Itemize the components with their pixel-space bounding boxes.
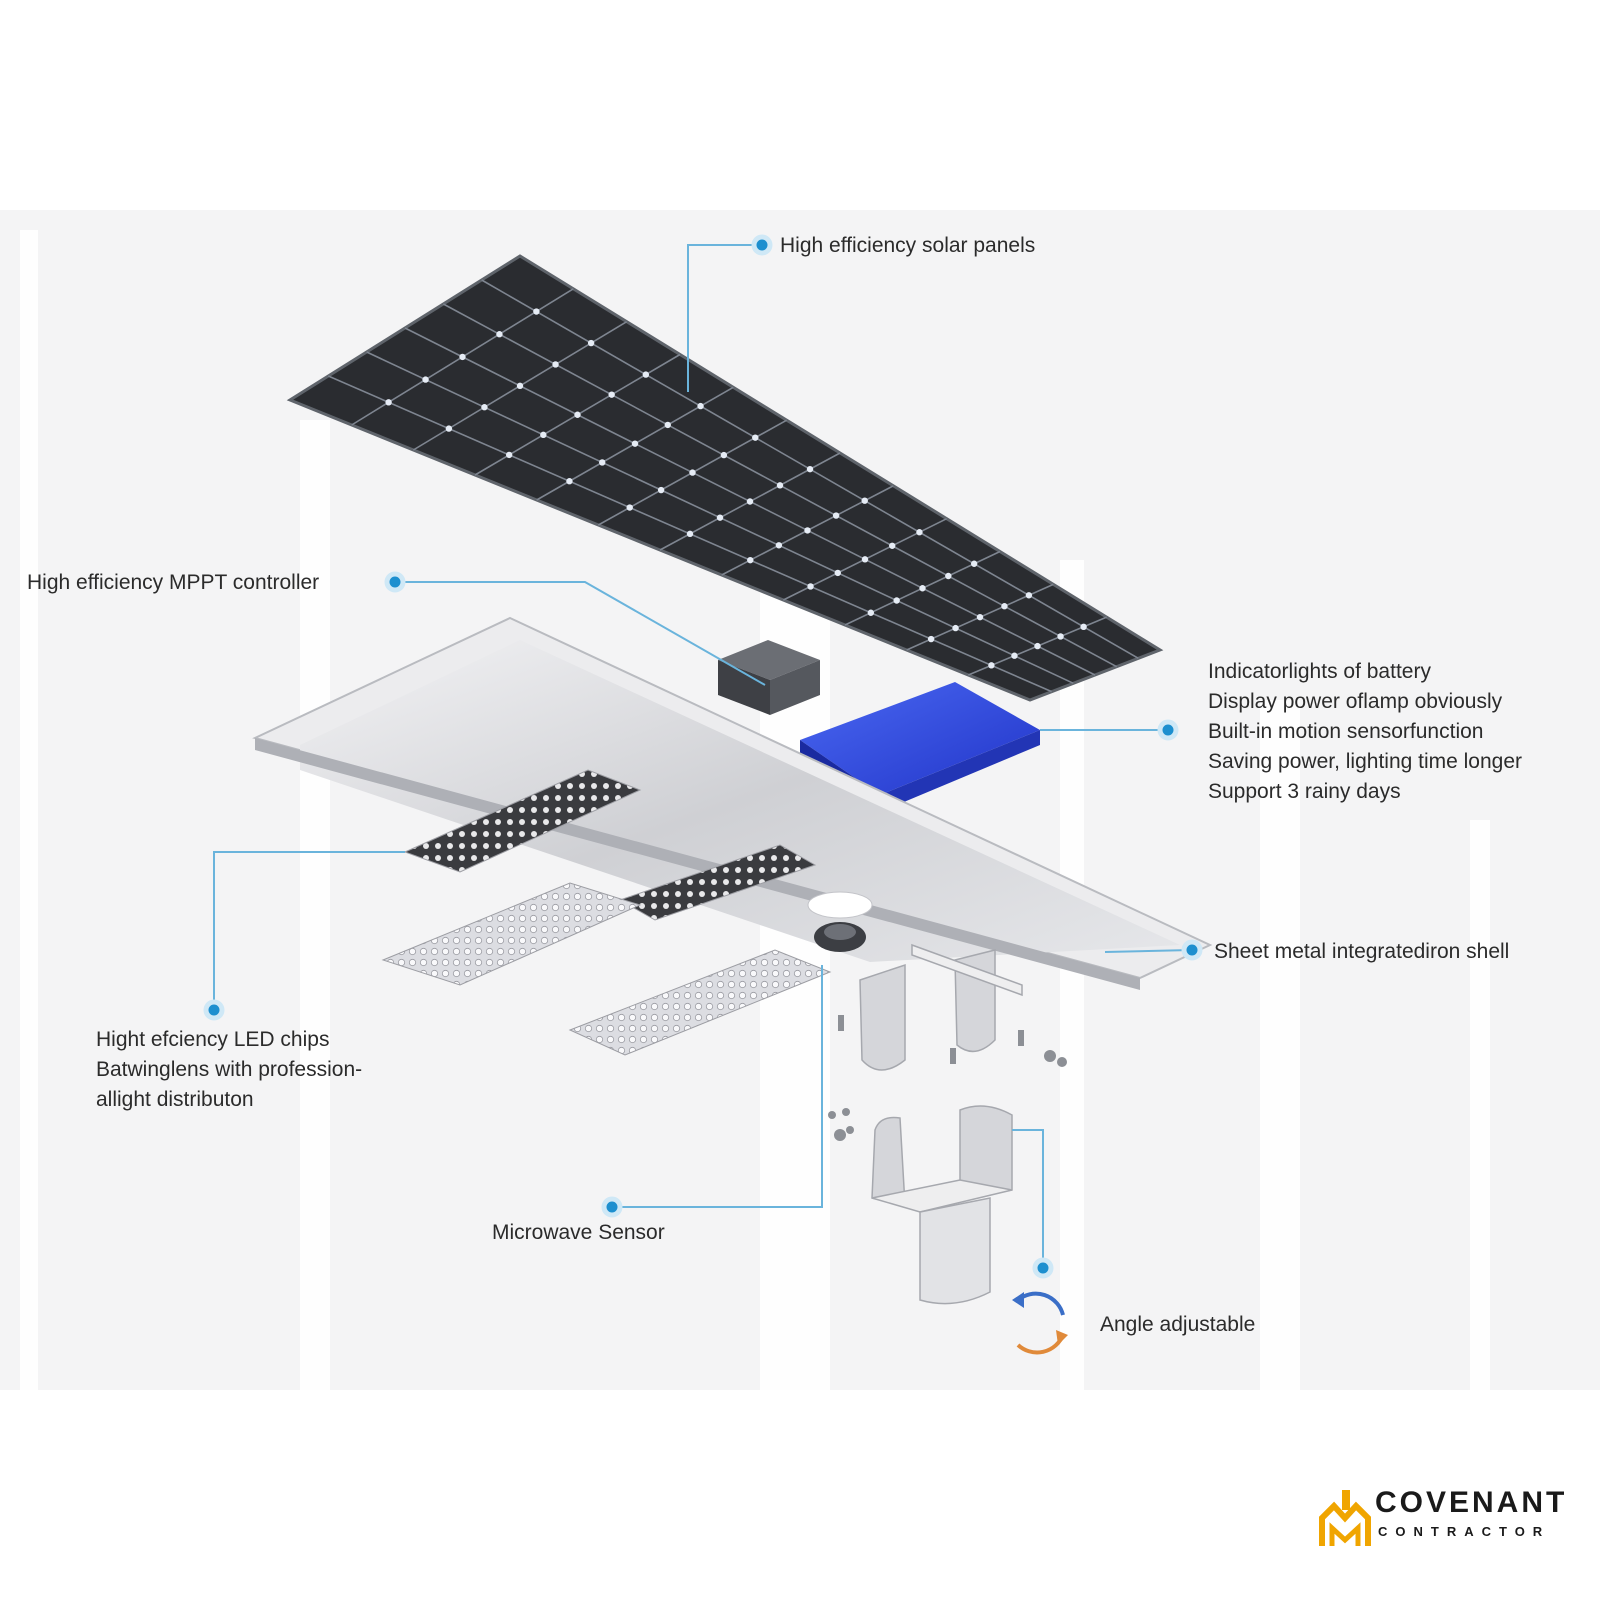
- panel-cell-highlight: [608, 391, 615, 398]
- panel-cell-highlight: [861, 497, 868, 504]
- led-feature-line: Batwinglens with profession-: [96, 1058, 363, 1081]
- logo-subtitle: CONTRACTOR: [1378, 1524, 1551, 1539]
- panel-cell-highlight: [587, 339, 595, 347]
- panel-cell-highlight: [945, 572, 952, 580]
- panel-cell-highlight: [1034, 642, 1041, 650]
- battery-feature-line: Indicatorlights of battery: [1208, 660, 1431, 683]
- callout-mppt: [395, 581, 766, 686]
- panel-cell-highlight: [566, 478, 573, 485]
- panel-cell-highlight: [861, 556, 869, 563]
- led-feature-line: Hight efciency LED chips: [96, 1028, 330, 1051]
- panel-cell-highlight: [689, 469, 696, 476]
- led-modules: [381, 769, 832, 1056]
- callout-shell: [1104, 949, 1193, 953]
- mppt-controller-box: [718, 640, 820, 715]
- label-solar-panels: High efficiency solar panels: [780, 234, 1036, 257]
- panel-cell-highlight: [746, 498, 754, 505]
- callout-dots: [203, 234, 1203, 1279]
- panel-cell-highlight: [804, 527, 811, 534]
- panel-cell-highlight: [832, 512, 840, 519]
- panel-cell-highlight: [533, 308, 540, 315]
- callout-led: [213, 851, 405, 1010]
- logo-wordmark: COVENANT: [1375, 1486, 1568, 1519]
- label-angle-adjustable: Angle adjustable: [1100, 1313, 1256, 1336]
- led-feature-line: allight distributon: [96, 1088, 254, 1111]
- battery-feature-line: Saving power, lighting time longer: [1208, 750, 1523, 773]
- panel-cell-highlight: [776, 482, 784, 489]
- panel-cell-highlight: [1080, 623, 1087, 631]
- panel-cell-highlight: [657, 486, 665, 494]
- panel-cell-highlight: [834, 569, 841, 577]
- callout-solar: [687, 244, 762, 392]
- panel-cell-highlight: [664, 421, 671, 429]
- panel-cell-highlight: [516, 382, 524, 390]
- panel-cell-highlight: [807, 583, 814, 590]
- label-microwave-sensor: Microwave Sensor: [492, 1221, 665, 1244]
- mounting-brackets: [859, 943, 1023, 1071]
- rotate-arrows-icon: [1012, 1291, 1068, 1355]
- panel-cell-highlight: [889, 542, 896, 549]
- panel-cell-highlight: [747, 556, 754, 564]
- label-shell: Sheet metal integratediron shell: [1214, 940, 1510, 963]
- panel-cell-highlight: [867, 609, 875, 616]
- panel-cell-highlight: [716, 514, 724, 521]
- housing-shell: [252, 616, 1213, 990]
- panel-cell-highlight: [552, 361, 559, 368]
- panel-cell-highlight: [385, 399, 392, 406]
- battery-feature-line: Built-in motion sensorfunction: [1208, 720, 1484, 743]
- panel-cell-highlight: [1011, 652, 1018, 659]
- label-battery-features: Indicatorlights of battery Display power…: [1208, 657, 1522, 807]
- panel-cell-highlight: [988, 662, 995, 669]
- panel-cell-highlight: [720, 451, 728, 459]
- company-logo: COVENANT CONTRACTOR: [1318, 1484, 1568, 1556]
- panel-cell-highlight: [459, 353, 466, 361]
- sensor-window: [807, 891, 873, 919]
- panel-cell-highlight: [806, 465, 814, 473]
- panel-cell-highlight: [445, 425, 453, 432]
- battery-feature-line: Support 3 rainy days: [1208, 780, 1401, 803]
- panel-cell-highlight: [919, 585, 926, 592]
- callout-microwave: [612, 965, 823, 1208]
- screws: [828, 1015, 1067, 1141]
- panel-cell-highlight: [752, 434, 759, 441]
- panel-cell-highlight: [927, 635, 935, 643]
- panel-cell-highlight: [642, 371, 650, 378]
- callout-angle: [1012, 1129, 1044, 1268]
- panel-cell-highlight: [952, 624, 959, 632]
- panel-cell-highlight: [893, 597, 900, 604]
- panel-cell-highlight: [1057, 633, 1064, 640]
- panel-cell-highlight: [481, 404, 488, 411]
- solar-panel-cell-highlights: [385, 308, 1087, 669]
- panel-cell-highlight: [686, 530, 694, 538]
- panel-cell-highlight: [775, 542, 783, 549]
- panel-cell-highlight: [976, 613, 984, 621]
- callout-lines: [213, 244, 1193, 1268]
- panel-cell-highlight: [422, 376, 429, 383]
- panel-cell-highlight: [631, 440, 639, 447]
- panel-cell-highlight: [916, 529, 923, 536]
- panel-cell-highlight: [540, 431, 547, 439]
- panel-cell-highlight: [505, 451, 513, 459]
- solar-panel: [286, 254, 1164, 702]
- panel-cell-highlight: [1025, 592, 1033, 599]
- panel-cell-highlight: [599, 459, 606, 466]
- panel-cell-highlight: [970, 560, 978, 567]
- panel-cell-highlight: [496, 331, 503, 338]
- mounting-sleeve: [871, 1105, 1013, 1305]
- panel-cell-highlight: [574, 411, 581, 418]
- panel-cell-highlight: [626, 504, 633, 511]
- battery-feature-line: Display power oflamp obviously: [1208, 690, 1503, 713]
- label-mppt-controller: High efficiency MPPT controller: [27, 571, 320, 594]
- panel-cell-highlight: [1001, 603, 1008, 610]
- panel-cell-highlight: [697, 402, 704, 410]
- building-m-logo-icon: [1319, 1490, 1371, 1546]
- label-led-chips: Hight efciency LED chips Batwinglens wit…: [96, 1025, 362, 1115]
